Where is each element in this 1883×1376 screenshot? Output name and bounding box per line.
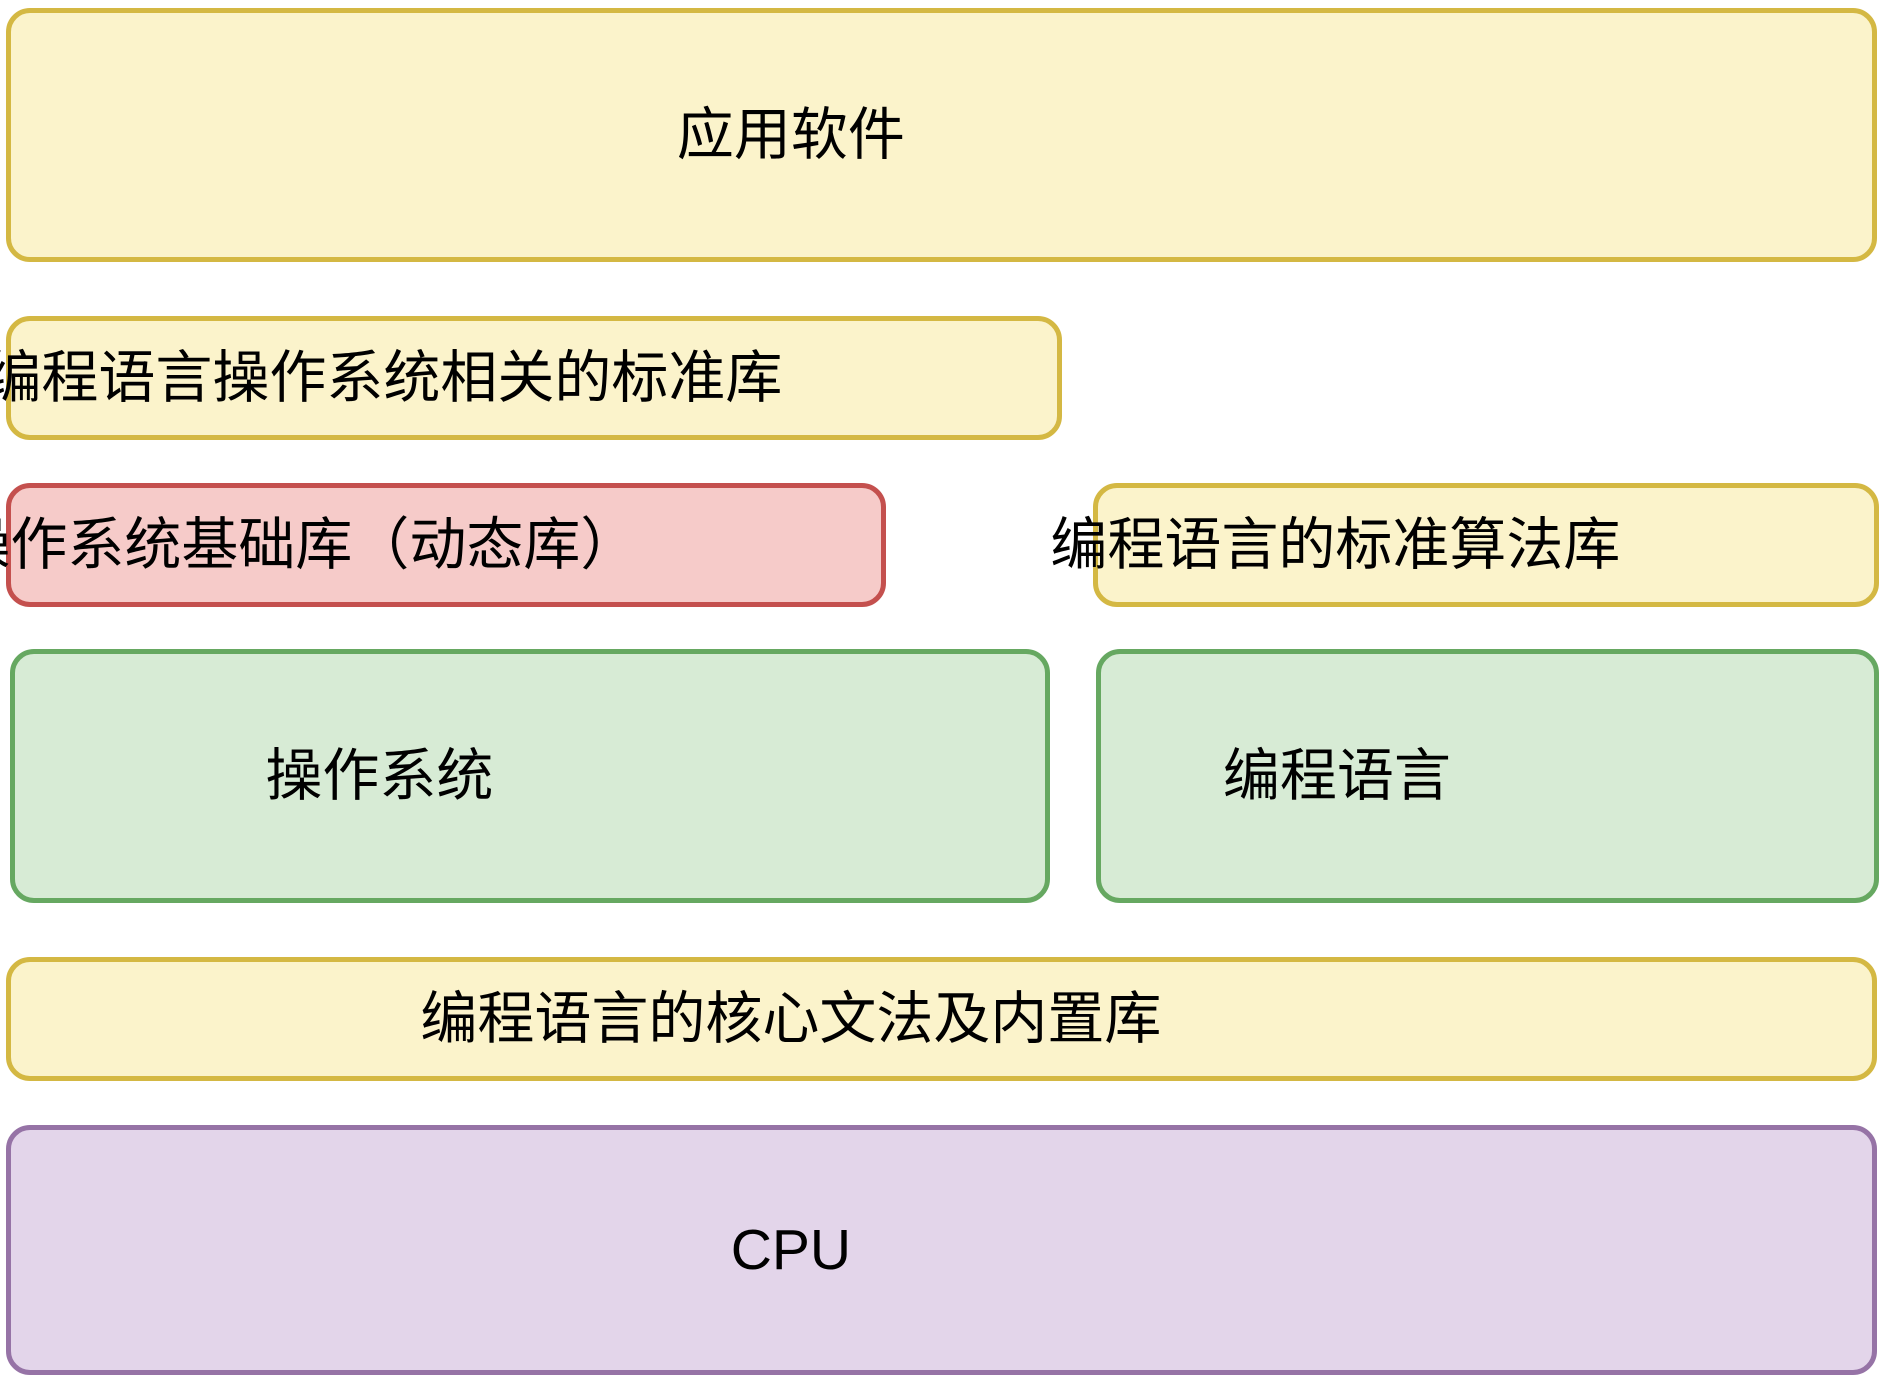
- box-os-base-library-dynamic: 操作系统基础库（动态库）: [0, 483, 886, 607]
- box-language-standard-algorithm-library: 编程语言的标准算法库: [1050, 483, 1879, 607]
- box-os-base-library-dynamic-label: 操作系统基础库（动态库）: [0, 512, 638, 577]
- box-language-core-grammar-builtin-library: 编程语言的核心文法及内置库: [6, 957, 1877, 1081]
- box-language-core-grammar-builtin-library-label: 编程语言的核心文法及内置库: [420, 986, 1162, 1051]
- box-operating-system: 操作系统: [10, 649, 1050, 903]
- box-cpu-label: CPU: [730, 1217, 852, 1282]
- box-operating-system-label: 操作系统: [265, 743, 494, 808]
- box-language-os-standard-library-label: 编程语言操作系统相关的标准库: [0, 345, 783, 410]
- box-application-software-label: 应用软件: [676, 102, 905, 167]
- box-cpu: CPU: [6, 1125, 1877, 1375]
- box-programming-language-label: 编程语言: [1222, 743, 1451, 808]
- box-language-standard-algorithm-library-label: 编程语言的标准算法库: [1050, 512, 1621, 577]
- box-language-os-standard-library: 编程语言操作系统相关的标准库: [0, 316, 1062, 440]
- box-programming-language: 编程语言: [1096, 649, 1879, 903]
- box-application-software: 应用软件: [6, 8, 1877, 262]
